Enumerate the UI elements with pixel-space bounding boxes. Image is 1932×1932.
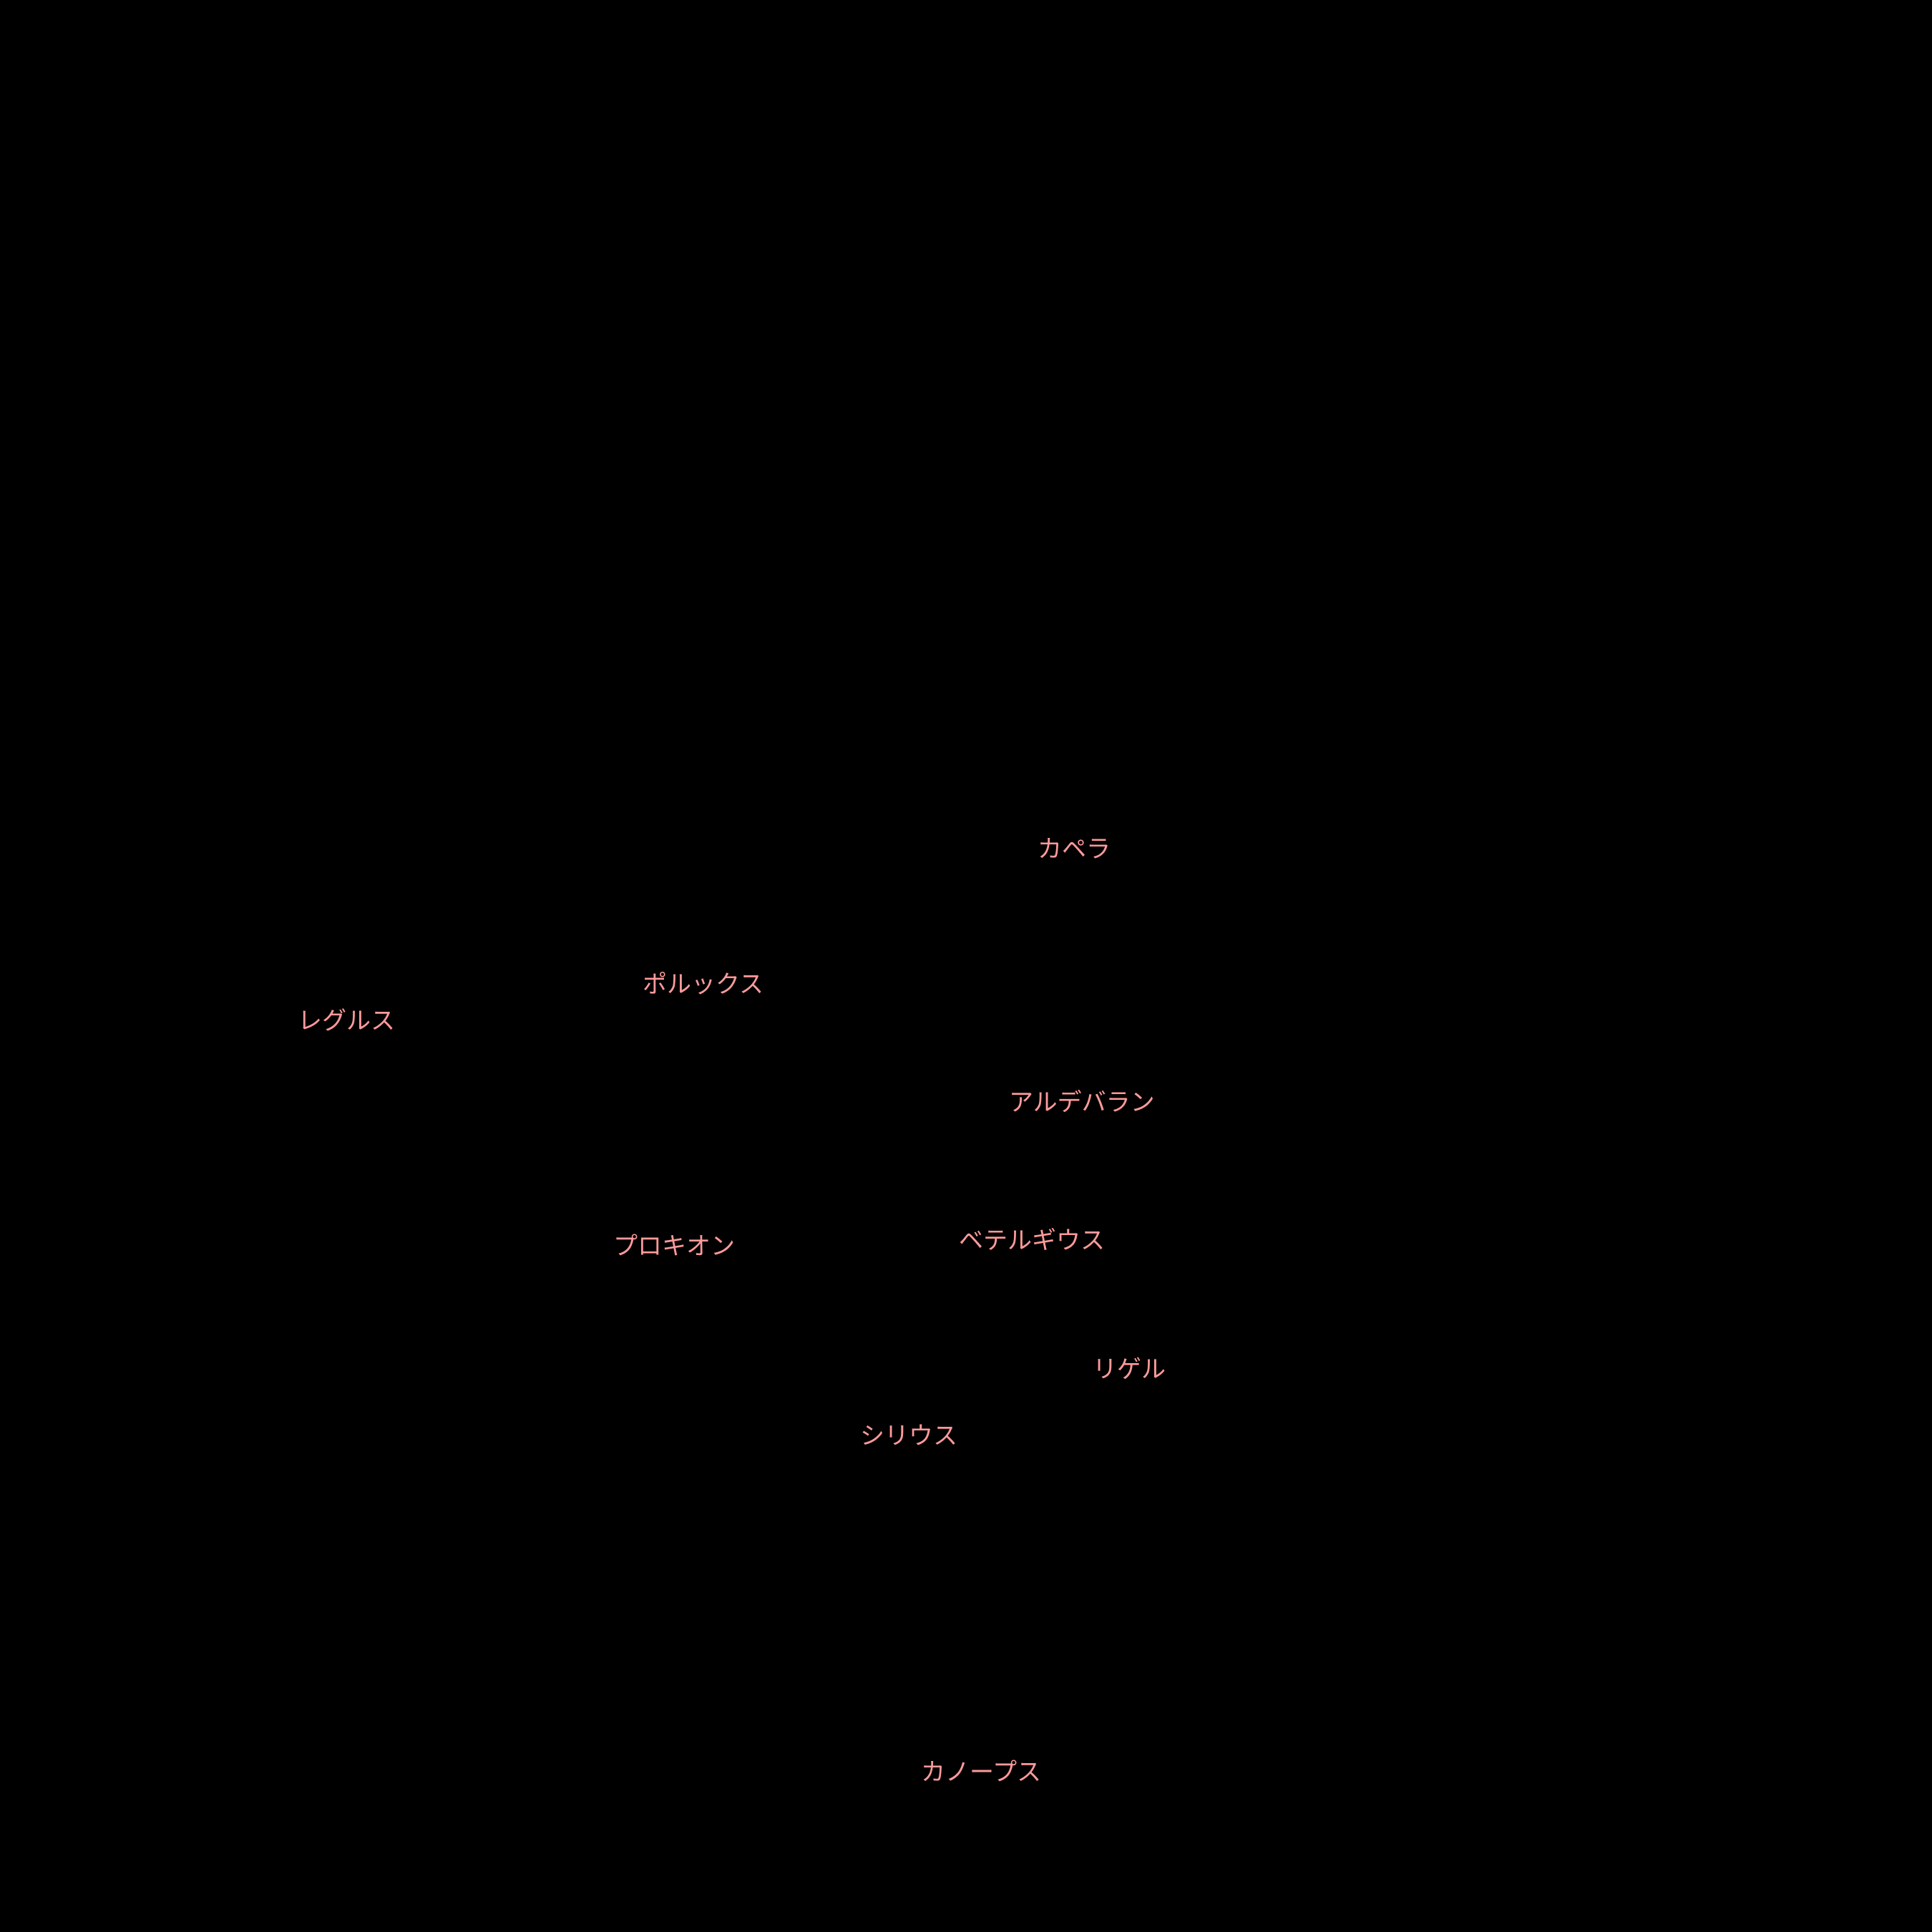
star-label-pollux[interactable]: ポルックス: [643, 970, 763, 999]
star-label-rigel[interactable]: リゲル: [1093, 1355, 1166, 1384]
star-label-betelgeuse[interactable]: ベテルギウス: [959, 1226, 1105, 1255]
star-label-regulus[interactable]: レグルス: [298, 1007, 395, 1035]
star-label-procyon[interactable]: プロキオン: [613, 1232, 735, 1261]
star-label-aldebaran[interactable]: アルデバラン: [1009, 1088, 1155, 1117]
star-label-capella[interactable]: カペラ: [1038, 835, 1111, 864]
star-label-canopus[interactable]: カノープス: [921, 1758, 1041, 1787]
star-label-sirius[interactable]: シリウス: [860, 1422, 957, 1450]
